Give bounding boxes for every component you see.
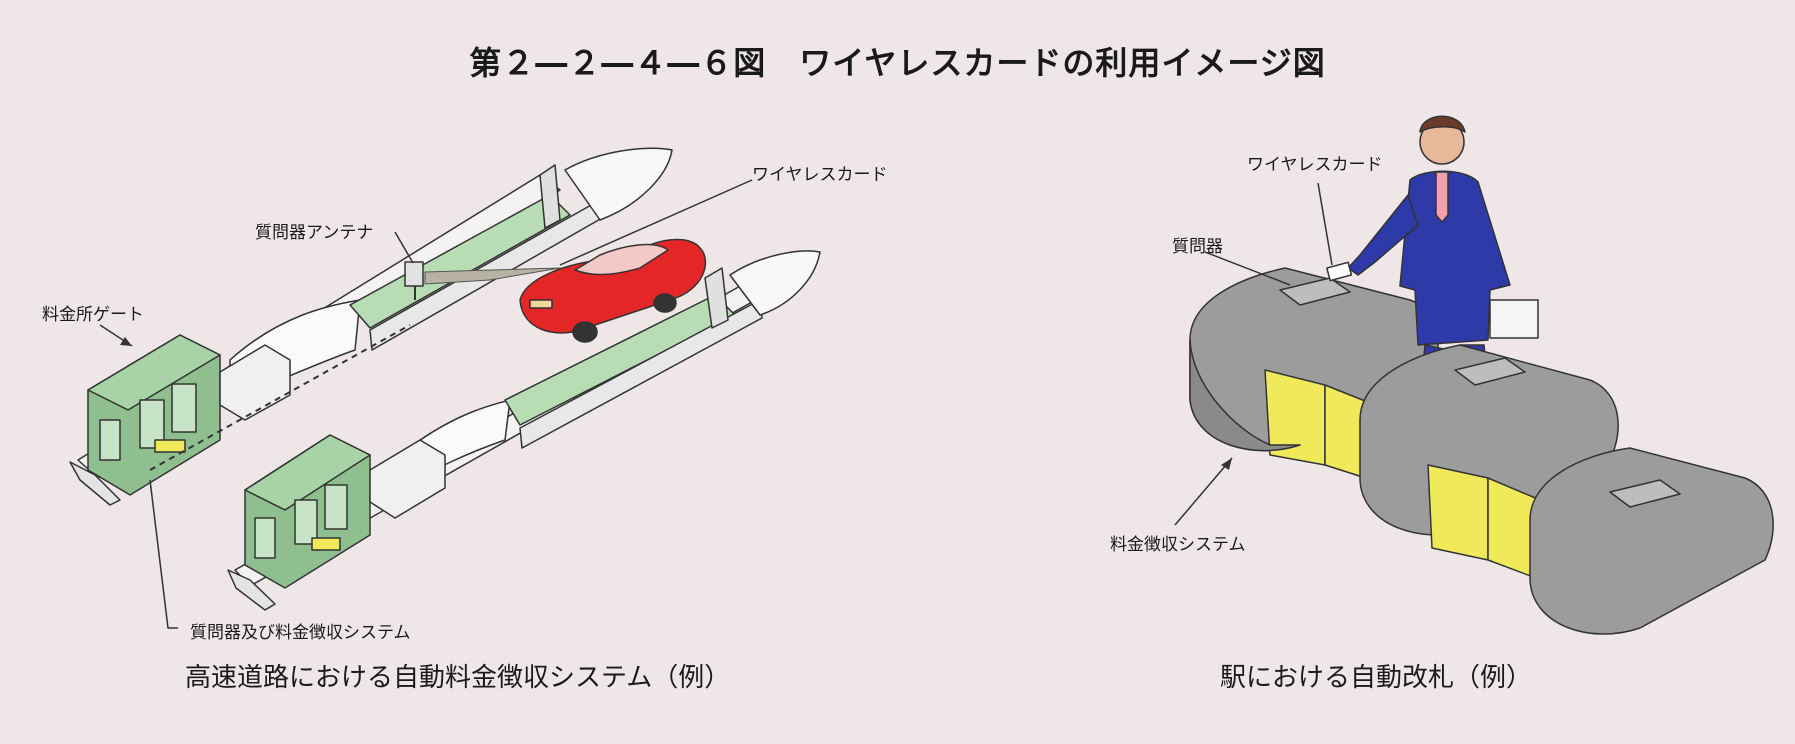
ticket-gate-unit	[1189, 339, 1301, 452]
label-fare-system: 料金徴収システム	[1110, 535, 1246, 555]
label-wireless-card-left: ワイヤレスカード	[752, 165, 888, 185]
toll-booth-back	[87, 334, 291, 496]
ticket-gate-unit	[1529, 447, 1774, 635]
highway-toll-illustration	[69, 147, 821, 611]
label-toll-gate: 料金所ゲート	[42, 305, 144, 325]
label-wireless-card-right: ワイヤレスカード	[1247, 155, 1383, 175]
label-antenna: 質問器アンテナ	[255, 223, 374, 243]
figure-title: 第２―２―４―６図 ワイヤレスカードの利用イメージ図	[469, 44, 1326, 82]
underground-cable	[149, 324, 411, 471]
leader-lines-left	[99, 179, 753, 629]
grass-strip	[349, 194, 571, 329]
toll-booth-front	[244, 434, 446, 589]
radio-beam	[424, 267, 561, 285]
label-interrogator: 質問器	[1172, 237, 1223, 257]
caption-right: 駅における自動改札（例）	[1220, 663, 1533, 693]
station-gate-illustration	[1189, 115, 1774, 635]
label-interrogator-system: 質問器及び料金徴収システム	[190, 623, 411, 643]
leader-lines-right	[1174, 182, 1333, 526]
car	[519, 238, 707, 343]
caption-left: 高速道路における自動料金徴収システム（例）	[185, 663, 731, 693]
antenna	[404, 261, 424, 300]
gate-flap	[1427, 464, 1489, 561]
